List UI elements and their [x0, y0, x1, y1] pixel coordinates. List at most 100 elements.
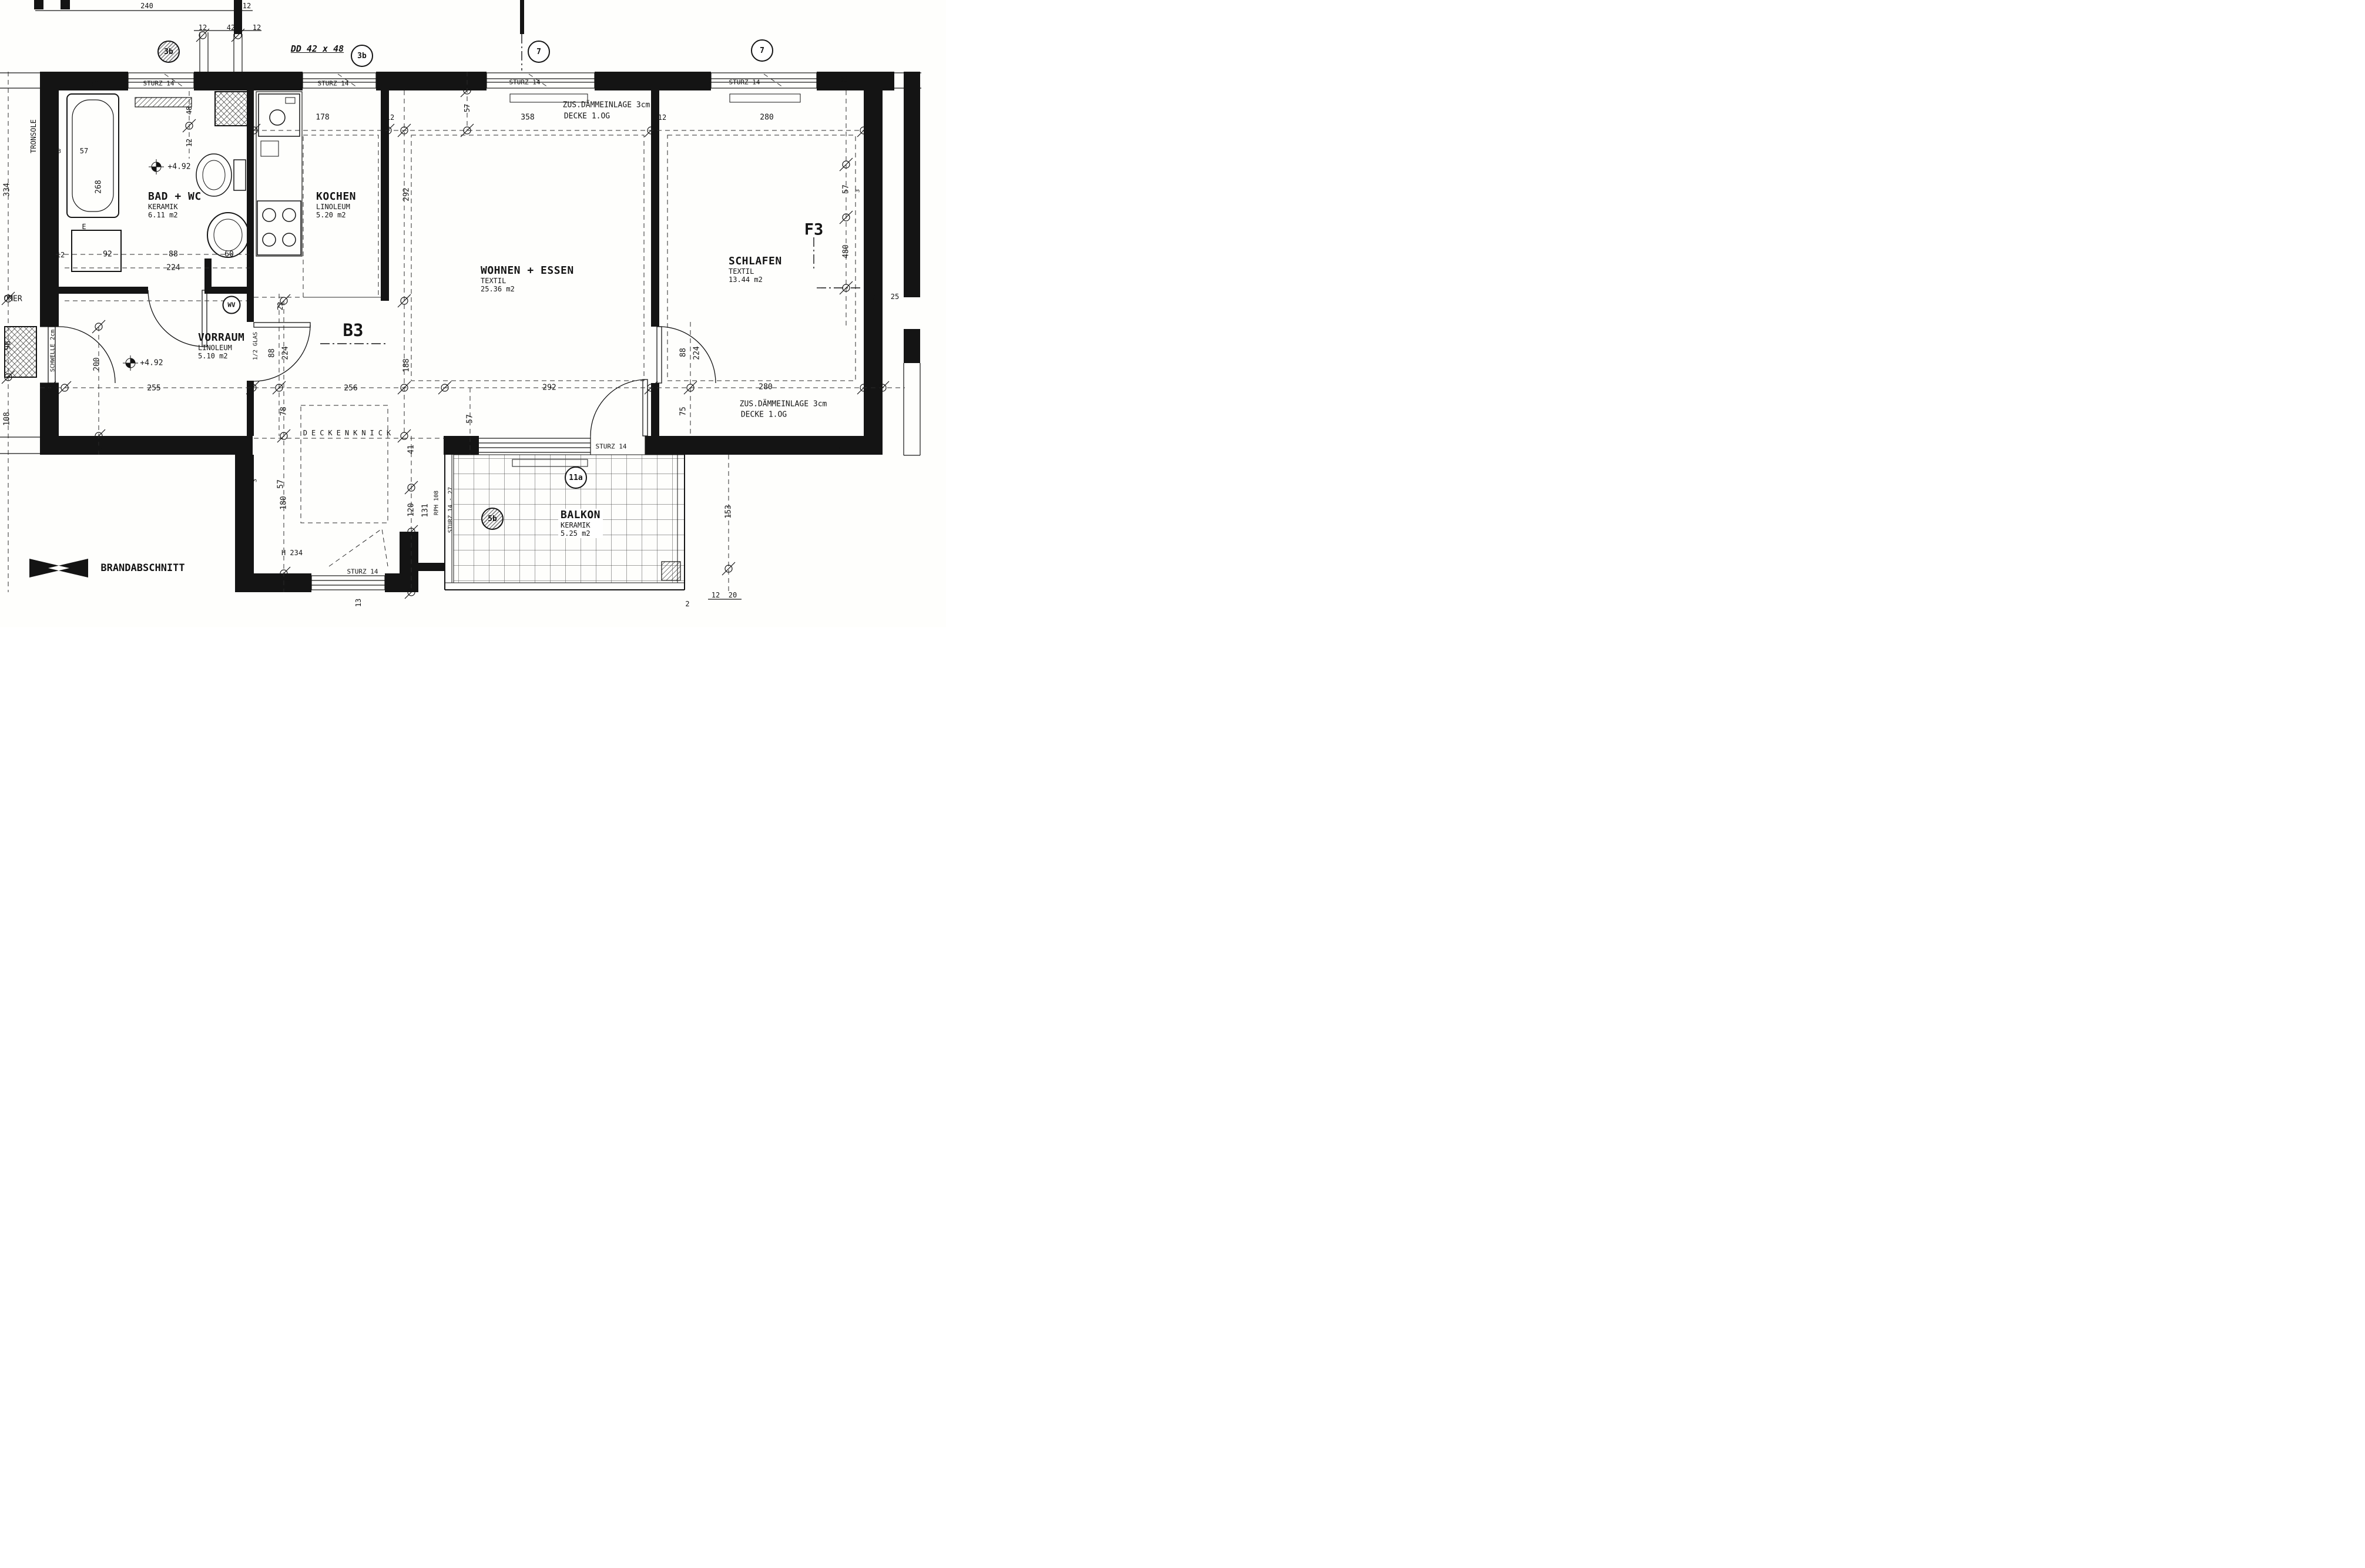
dim-label: 480 — [841, 244, 851, 258]
dim-label: 334 — [2, 183, 12, 197]
dim-label: 75 — [679, 407, 688, 416]
ceiling-kink-label: DECKENKNICK — [303, 429, 395, 437]
counter-icon — [256, 91, 303, 257]
walls — [34, 0, 920, 592]
dim-label: 30 — [49, 384, 59, 392]
lintel-label: STURZ 14 — [509, 78, 541, 86]
dim-label: 30 — [407, 76, 415, 85]
toilet-icon — [233, 159, 246, 191]
grid-bubble-3b: 3b — [157, 41, 180, 63]
fire-section-icon — [29, 559, 88, 577]
grid-bubble-5b: 5b — [481, 508, 504, 530]
dim-label: 25 — [871, 294, 881, 302]
dim-label: 178 — [316, 113, 330, 122]
dim-label: 256 — [344, 384, 358, 393]
lintel-label: STURZ 14 — [347, 568, 378, 576]
plan-drawing — [0, 0, 921, 600]
dim-label: 22 — [276, 301, 284, 311]
room-label-wohnen: WOHNEN + ESSEN TEXTIL 25.36 m2 — [481, 264, 574, 294]
fire-section-label: BRANDABSCHNITT — [100, 562, 185, 574]
dim-label: 3 — [854, 189, 861, 193]
room-label-kochen: KOCHEN LINOLEUM 5.20 m2 — [316, 190, 356, 220]
tronsole-label: TRONSOLE — [29, 119, 38, 153]
dim-label: 180 — [279, 496, 289, 510]
kitchen-sink-icon — [258, 93, 300, 137]
dim-label: 3 — [251, 478, 259, 483]
room-material: LINOLEUM — [198, 344, 232, 352]
room-label-balkon: BALKON KERAMIK 5.25 m2 — [558, 509, 603, 538]
insulation-note: ZUS.DÄMMEINLAGE 3cm — [739, 399, 827, 409]
dim-label: 131 — [421, 503, 430, 518]
dim-label: 3 — [467, 437, 474, 441]
dim-label: 12 — [711, 591, 720, 599]
axis-lines — [320, 34, 863, 344]
dim-label: 88 — [169, 250, 178, 259]
duct-shaft — [214, 91, 249, 126]
lintel-label: STURZ 14 — [729, 78, 760, 86]
dim-label: 3 — [464, 86, 471, 90]
room-area: 13.44 m2 — [729, 276, 763, 284]
dim-label: 12 — [385, 113, 395, 122]
lintel-label: STURZ 14 — [595, 442, 627, 451]
dim-label: 12 — [657, 113, 667, 122]
dim-label: 41 — [407, 445, 416, 454]
room-name: BALKON — [561, 509, 601, 521]
room-name: VORRAUM — [198, 331, 245, 344]
duct-label: DD 42 x 48 — [290, 43, 344, 54]
dim-label: 88 — [267, 348, 277, 358]
room-name: SCHLAFEN — [729, 255, 782, 267]
vapour-barrier-label: DAMPFSPERRE — [49, 172, 57, 219]
dim-label: 12 — [185, 138, 193, 147]
level-marker-icon — [122, 355, 139, 371]
lintel-label: STURZ 14 — [143, 79, 175, 88]
dim-label: RPH 108 — [433, 490, 440, 516]
grid-bubble-WV: WV — [222, 296, 241, 314]
dim-label: 30 — [837, 445, 846, 454]
hall-door-icon — [253, 322, 311, 328]
dim-label: 78 — [279, 407, 289, 416]
dim-label: 200 — [92, 357, 102, 371]
dim-label: 224 — [166, 263, 180, 273]
dim-label: 108 — [2, 412, 12, 426]
dim-label: 268 — [94, 180, 103, 194]
grid-bubble-7: 7 — [751, 39, 773, 62]
room-material: TEXTIL — [481, 277, 506, 286]
dim-label: E — [82, 223, 86, 231]
room-name: BAD + WC — [148, 190, 202, 203]
dim-label: 12 — [56, 251, 65, 259]
context-lines — [0, 10, 921, 600]
level-marker-text: +4.92 — [140, 358, 163, 368]
grid-bubble-7: 7 — [528, 41, 550, 63]
room-area: 5.20 m2 — [316, 211, 346, 220]
dim-label: 2 — [685, 600, 690, 608]
dim-label: 30 — [89, 80, 99, 88]
dim-label: 153 — [724, 505, 733, 519]
dim-label: 98 — [4, 341, 13, 350]
dim-label: 358 — [521, 113, 535, 122]
dim-label: 60 — [224, 250, 234, 259]
dim-label: 57 — [463, 103, 471, 113]
dim-label: 30 — [873, 382, 883, 391]
dim-label: 20 — [728, 591, 737, 599]
dim-label: 30 — [840, 75, 848, 85]
room-area: 25.36 m2 — [481, 285, 515, 294]
dim-label: 3 — [57, 148, 62, 155]
dim-label: 88 — [679, 348, 688, 357]
cutoff-text: OMER — [4, 294, 22, 304]
dim-label: 224 — [692, 346, 702, 360]
room-material: KERAMIK — [561, 521, 591, 530]
dim-label: 188 — [402, 358, 411, 372]
bathroom-fixtures — [66, 93, 249, 272]
dim-label: 57 — [841, 184, 851, 194]
dim-label: 292 — [402, 187, 411, 202]
room-material: KERAMIK — [148, 203, 178, 211]
dim-label: 292 — [542, 383, 556, 392]
level-marker-text: +4.92 — [167, 162, 191, 172]
bedroom-door-icon — [656, 326, 662, 384]
room-area: 6.11 m2 — [148, 211, 178, 220]
dim-label: 30 — [284, 575, 292, 584]
lintel-label: STURZ 14 - 27 — [447, 486, 454, 533]
kitchen-fixtures — [256, 91, 303, 257]
room-material: TEXTIL — [729, 267, 754, 276]
dim-label: H 234 — [281, 549, 303, 557]
